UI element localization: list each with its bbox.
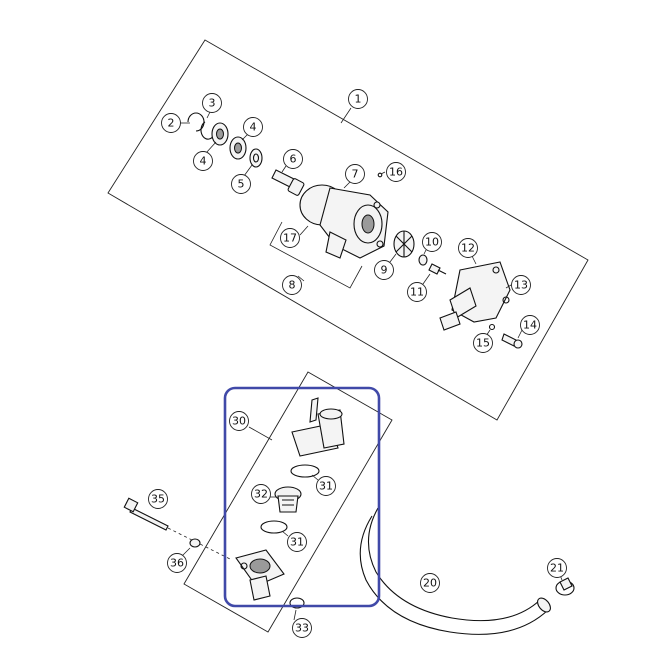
callout-20: 20 — [420, 573, 440, 593]
screw-14 — [501, 333, 523, 349]
callout-6: 6 — [283, 149, 303, 169]
leader-lines — [155, 107, 563, 621]
callout-17: 17 — [280, 228, 300, 248]
svg-text:17: 17 — [283, 232, 297, 245]
callout-5: 5 — [231, 174, 251, 194]
callout-3: 3 — [202, 93, 222, 113]
svg-text:33: 33 — [295, 622, 309, 635]
callout-21: 21 — [547, 558, 567, 578]
thermostat-cover-30 — [291, 397, 345, 457]
callout-32: 32 — [251, 484, 271, 504]
svg-text:5: 5 — [238, 178, 245, 191]
svg-text:10: 10 — [425, 236, 439, 249]
thermostat-32 — [274, 486, 302, 513]
svg-text:32: 32 — [254, 488, 268, 501]
svg-text:4: 4 — [200, 155, 207, 168]
callout-10: 10 — [422, 232, 442, 252]
callout-9: 9 — [374, 260, 394, 280]
svg-text:20: 20 — [423, 577, 437, 590]
svg-text:31: 31 — [319, 480, 333, 493]
callout-7: 7 — [345, 164, 365, 184]
svg-text:12: 12 — [461, 242, 475, 255]
bearing-4b — [229, 136, 247, 160]
thermostat-base — [235, 549, 285, 601]
svg-text:15: 15 — [476, 337, 490, 350]
group-8-bracket — [269, 221, 363, 289]
callout-1: 1 — [348, 89, 368, 109]
svg-text:35: 35 — [151, 493, 165, 506]
callout-11: 11 — [407, 282, 427, 302]
seal-5 — [249, 148, 263, 168]
callout-8: 8 — [282, 275, 302, 295]
shaft-6 — [271, 169, 305, 196]
svg-text:14: 14 — [523, 319, 537, 332]
callout-2: 2 — [161, 113, 181, 133]
screw-11 — [428, 263, 447, 275]
pump-housing-7 — [299, 184, 389, 259]
o-ring-15 — [488, 323, 496, 331]
svg-text:11: 11 — [410, 286, 424, 299]
svg-text:21: 21 — [550, 562, 564, 575]
o-ring-31a — [290, 464, 320, 478]
callout-31b: 31 — [287, 532, 307, 552]
washer-10 — [418, 254, 428, 266]
highlight-box[interactable] — [223, 386, 381, 608]
svg-text:36: 36 — [170, 557, 184, 570]
callout-14: 14 — [520, 315, 540, 335]
svg-text:16: 16 — [389, 166, 403, 179]
o-ring-31b — [260, 520, 288, 534]
svg-text:13: 13 — [514, 279, 528, 292]
hose-20 — [359, 507, 551, 635]
svg-text:30: 30 — [232, 415, 246, 428]
svg-text:4: 4 — [250, 121, 257, 134]
impeller-9 — [393, 230, 415, 258]
pump-assembly-frame — [107, 39, 589, 421]
svg-text:9: 9 — [381, 264, 388, 277]
bolt-35 — [123, 497, 233, 561]
o-ring-33 — [289, 597, 305, 609]
svg-text:8: 8 — [289, 279, 296, 292]
callout-35: 35 — [148, 489, 168, 509]
callout-12: 12 — [458, 238, 478, 258]
callout-4b: 4 — [243, 117, 263, 137]
callout-31a: 31 — [316, 476, 336, 496]
svg-text:2: 2 — [168, 117, 175, 130]
callout-4a: 4 — [193, 151, 213, 171]
svg-text:1: 1 — [355, 93, 362, 106]
callout-13: 13 — [511, 275, 531, 295]
callout-30: 30 — [229, 411, 249, 431]
callout-36: 36 — [167, 553, 187, 573]
svg-text:6: 6 — [290, 153, 297, 166]
callout-33: 33 — [292, 618, 312, 638]
callout-16: 16 — [386, 162, 406, 182]
callout-15: 15 — [473, 333, 493, 353]
pump-cover-12 — [439, 261, 511, 331]
hose-clamp-21 — [555, 577, 575, 596]
svg-text:3: 3 — [209, 97, 216, 110]
svg-text:7: 7 — [352, 168, 359, 181]
pin-16 — [377, 172, 383, 178]
bearing-4a — [211, 122, 229, 146]
svg-text:31: 31 — [290, 536, 304, 549]
washer-36 — [189, 538, 201, 548]
